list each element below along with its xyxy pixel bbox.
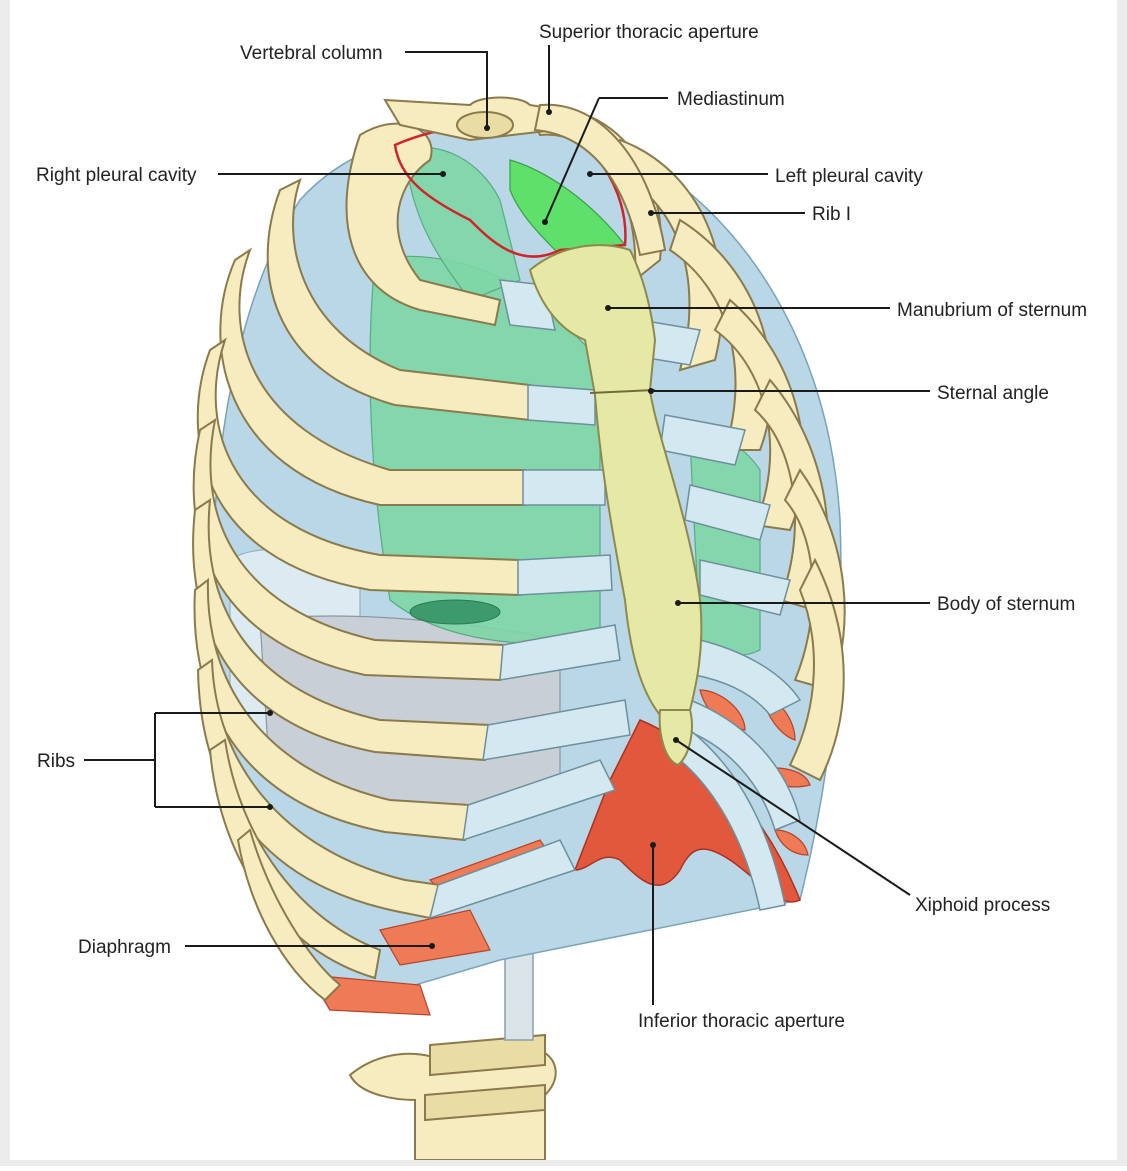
ribs-left: [528, 106, 846, 911]
label-ribs: Ribs: [37, 751, 75, 772]
label-vertebral-column: Vertebral column: [240, 43, 383, 64]
label-sternal-angle: Sternal angle: [937, 383, 1049, 404]
label-superior-thoracic-aperture: Superior thoracic aperture: [539, 22, 759, 43]
leader-lines: [84, 45, 930, 1005]
left-border: [0, 0, 10, 1166]
label-left-pleural-cavity: Left pleural cavity: [775, 166, 923, 187]
label-inferior-thoracic-aperture: Inferior thoracic aperture: [638, 1011, 845, 1032]
label-mediastinum: Mediastinum: [677, 89, 785, 110]
labels: Vertebral column Superior thoracic apert…: [36, 22, 1087, 1032]
label-right-pleural-cavity: Right pleural cavity: [36, 165, 197, 186]
label-manubrium-of-sternum: Manubrium of sternum: [897, 300, 1087, 321]
label-rib-1: Rib I: [812, 204, 851, 225]
upper-vertebra: [383, 96, 562, 142]
right-border: [1117, 0, 1127, 1166]
label-diaphragm: Diaphragm: [78, 937, 171, 958]
label-body-of-sternum: Body of sternum: [937, 594, 1075, 615]
leader-dots: [267, 109, 681, 949]
ribs-right: [192, 122, 631, 1002]
lower-vertebral-column: [348, 929, 557, 1161]
rib-1: [533, 103, 667, 257]
label-xiphoid-process: Xiphoid process: [915, 895, 1050, 916]
bottom-border: [0, 1160, 1127, 1166]
